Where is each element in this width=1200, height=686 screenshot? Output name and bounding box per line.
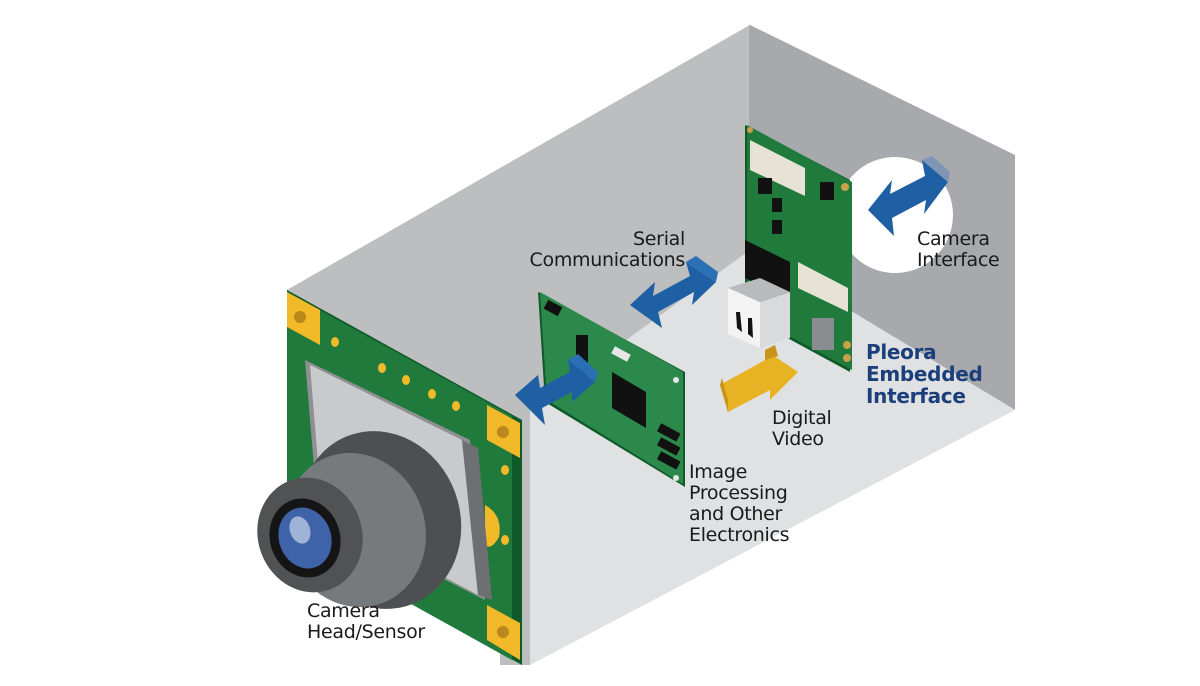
- digital-video-arrow: [720, 345, 798, 412]
- serial-communications-label-line: Serial: [633, 228, 685, 250]
- image-processing-label-line: Electronics: [689, 524, 790, 546]
- connector-block: [728, 278, 790, 348]
- image-processing-board: [538, 292, 685, 487]
- processing-arrow: [515, 354, 598, 425]
- camera-interface-label-line: Camera: [917, 228, 990, 250]
- camera-interface-label-line: Interface: [917, 249, 1000, 271]
- camera-head-label-line: Camera: [307, 600, 380, 622]
- image-processing-label-line: Processing: [689, 482, 788, 504]
- serial-communications-label: Serial Communications: [515, 228, 686, 271]
- digital-video-label: Digital Video: [772, 408, 832, 450]
- camera-interface-label: Camera Interface: [917, 228, 1000, 271]
- camera-interface-arrow: [868, 156, 950, 236]
- image-processing-label: Image Processing and Other Electronics: [689, 461, 790, 546]
- pleora-embedded-interface-label: Pleora Embedded Interface: [866, 341, 983, 407]
- serial-communications-label-line: Communications: [529, 249, 686, 271]
- digital-video-label-line: Video: [772, 428, 824, 450]
- image-processing-label-line: Image: [689, 461, 748, 483]
- camera-head-label-line: Head/Sensor: [307, 621, 425, 643]
- pleora-label-line: Embedded: [866, 362, 983, 386]
- pleora-label-line: Interface: [866, 384, 966, 408]
- camera-head-sensor-label: Camera Head/Sensor: [307, 601, 425, 643]
- camera-head: [257, 290, 522, 665]
- digital-video-label-line: Digital: [772, 407, 832, 429]
- serial-communications-arrow: [630, 256, 718, 328]
- image-processing-label-line: and Other: [689, 503, 783, 525]
- box-roof-front: [287, 25, 750, 420]
- pleora-label-line: Pleora: [866, 340, 937, 364]
